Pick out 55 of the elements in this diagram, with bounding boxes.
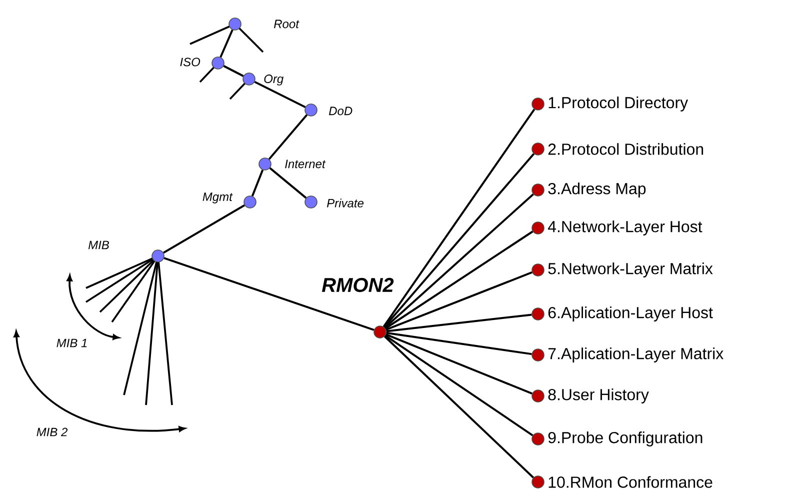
node-dot <box>532 264 544 276</box>
connector-line <box>383 153 535 328</box>
connector-line <box>269 167 307 199</box>
connector-line <box>384 334 534 436</box>
connector-line <box>384 336 534 478</box>
node-label: 4.Network-Layer Host <box>548 220 702 236</box>
connector-line <box>163 204 245 254</box>
node-dot <box>532 432 544 446</box>
node-dot <box>532 308 544 320</box>
connector-line <box>386 314 532 332</box>
node-dot <box>152 250 164 262</box>
node-dot <box>532 222 544 234</box>
node-label: 7.Aplication-Layer Matrix <box>548 348 724 362</box>
node-dot <box>244 196 256 208</box>
connector-line <box>223 65 244 77</box>
node-dot <box>304 196 318 208</box>
node-label: 10.RMon Conformance <box>548 476 712 488</box>
node-dot <box>258 158 272 170</box>
node-label: ISO <box>180 58 200 66</box>
connector-line <box>382 108 536 328</box>
node-label: 1.Protocol Directory <box>548 96 688 112</box>
connector-line <box>268 114 308 160</box>
node-label: 2.Protocol Distribution <box>548 143 704 155</box>
connector-line <box>386 332 532 356</box>
node-dot <box>532 348 544 362</box>
node-dot <box>532 390 544 402</box>
node-dot <box>532 184 544 196</box>
connector-line <box>384 230 534 330</box>
node-label: Mgmt <box>202 192 233 204</box>
node-dot <box>532 476 544 488</box>
node-label: 9.Probe Configuration <box>548 432 702 446</box>
node-label: DoD <box>328 106 352 116</box>
fan-label: MIB 2 <box>36 428 68 436</box>
connector-line <box>384 194 534 328</box>
connector-line <box>386 271 532 331</box>
node-label: Internet <box>285 160 326 168</box>
node-dot <box>212 56 224 70</box>
node-dot <box>228 18 242 30</box>
node-dot <box>304 104 318 116</box>
node-label: 5.Network-Layer Matrix <box>548 262 713 278</box>
node-label: RMON2 <box>322 278 394 292</box>
node-label: Org <box>264 74 284 86</box>
node-label: Root <box>274 20 300 28</box>
fan-label: MIB 1 <box>56 338 87 348</box>
node-label: Private <box>326 198 364 208</box>
node-dot <box>374 326 386 338</box>
node-label: 8.User History <box>548 388 649 404</box>
node-label: MIB <box>88 240 109 250</box>
connector-line <box>254 80 306 108</box>
connector-line <box>164 257 374 331</box>
connector-line <box>220 29 234 58</box>
node-label: 3.Adress Map <box>548 182 646 198</box>
node-label: 6.Aplication-Layer Host <box>548 306 713 322</box>
connector-line <box>386 333 532 395</box>
connector-line <box>251 170 264 196</box>
